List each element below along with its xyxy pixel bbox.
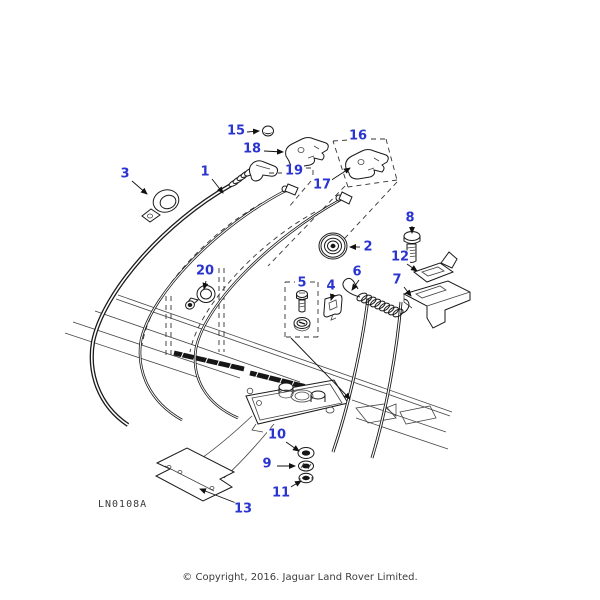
linkage-base-plate — [245, 379, 349, 433]
cable-1 — [89, 183, 233, 427]
kit-box-16 — [332, 138, 398, 188]
callout-18[interactable]: 18 — [241, 141, 263, 157]
callout-17[interactable]: 17 — [311, 177, 333, 193]
callout-11[interactable]: 11 — [270, 485, 292, 501]
callout-15[interactable]: 15 — [225, 123, 247, 139]
part-6-spring — [342, 277, 410, 318]
part-3-clip — [141, 189, 180, 223]
callout-9[interactable]: 9 — [261, 456, 273, 472]
part-20-bushing — [185, 285, 216, 310]
callout-3[interactable]: 3 — [119, 166, 131, 182]
part-13-bracket — [154, 447, 236, 502]
callout-6[interactable]: 6 — [351, 264, 363, 280]
callout-7[interactable]: 7 — [391, 272, 403, 288]
cable-17 — [193, 191, 353, 420]
drawing-code: LN0108A — [98, 499, 148, 510]
bulkhead-panel — [64, 294, 453, 450]
callout-1[interactable]: 1 — [199, 164, 211, 180]
callout-8[interactable]: 8 — [404, 210, 416, 226]
part-7-bracket — [402, 280, 471, 329]
callout-16[interactable]: 16 — [347, 128, 369, 144]
callout-5[interactable]: 5 — [296, 275, 308, 291]
projection-dashed-lines — [141, 180, 398, 358]
part-12-plate — [412, 251, 458, 283]
callout-19[interactable]: 19 — [283, 163, 305, 179]
rear-cables — [331, 297, 403, 459]
cable-1-handle — [228, 160, 279, 187]
callout-4[interactable]: 4 — [325, 278, 337, 294]
part-17-clip — [345, 149, 389, 180]
part-2-grommet — [318, 232, 348, 260]
cable-19 — [138, 183, 299, 422]
callout-19-box-marks — [269, 167, 314, 177]
callout-2[interactable]: 2 — [362, 239, 374, 255]
callout-20[interactable]: 20 — [194, 263, 216, 279]
callout-13[interactable]: 13 — [232, 501, 254, 517]
callout-10[interactable]: 10 — [266, 427, 288, 443]
callout-12[interactable]: 12 — [389, 249, 411, 265]
leader-lines — [131, 128, 418, 504]
part-15-cap — [262, 125, 274, 137]
part-4-clip — [323, 294, 343, 321]
washer-stack — [297, 447, 315, 484]
copyright-text: © Copyright, 2016. Jaguar Land Rover Lim… — [182, 572, 418, 583]
kit-box-5 — [284, 281, 351, 400]
